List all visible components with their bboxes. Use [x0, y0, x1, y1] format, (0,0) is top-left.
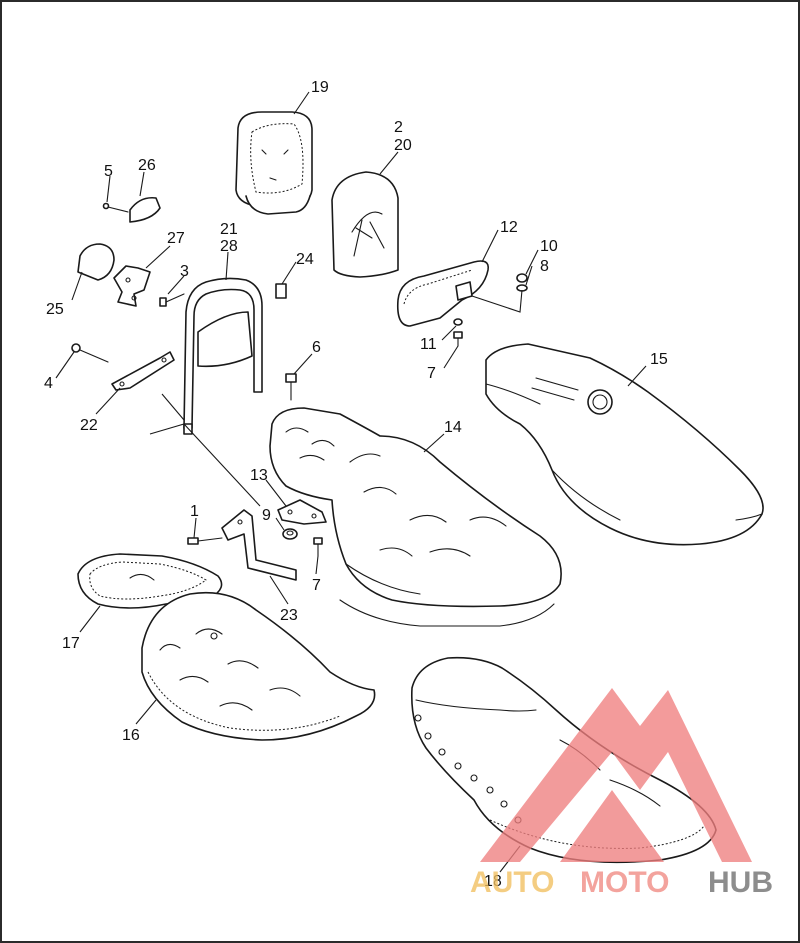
callout-22: 22 — [80, 417, 98, 434]
callout-26: 26 — [138, 157, 156, 174]
part-27-bracket-plate — [113, 265, 151, 307]
part-3-bolt — [159, 293, 185, 307]
callout-1: 1 — [190, 503, 199, 520]
callout-5: 5 — [104, 163, 113, 180]
callout-13: 13 — [250, 467, 268, 484]
part-15-solo-seat — [485, 343, 764, 546]
part-4-bolt — [71, 343, 109, 363]
part-24-pad — [275, 283, 287, 299]
part-25-side-cover — [77, 243, 115, 281]
callout-labels: 19 2 20 5 26 21 28 27 3 25 24 12 10 8 11… — [44, 79, 668, 890]
callout-20: 20 — [394, 137, 412, 154]
part-16-two-up-seat — [141, 591, 376, 741]
part-23-mount-bracket — [221, 509, 297, 581]
part-21-sissy-bar — [183, 277, 263, 435]
part-19-backrest-pad — [235, 111, 313, 215]
callout-8: 8 — [540, 258, 549, 275]
part-6-screw — [285, 373, 297, 401]
part-11-nut — [453, 318, 463, 326]
callout-2: 2 — [394, 119, 403, 136]
callout-28: 28 — [220, 238, 238, 255]
watermark-moto: MOTO — [580, 866, 669, 899]
callout-23: 23 — [280, 607, 298, 624]
callout-10: 10 — [540, 238, 558, 255]
part-9-grommet — [282, 528, 298, 540]
callout-18: 18 — [484, 873, 502, 890]
callout-7-upper: 7 — [427, 365, 436, 382]
part-13-bracket — [277, 499, 327, 525]
part-20-backrest — [331, 171, 399, 278]
watermark-hub: HUB — [708, 866, 773, 899]
callout-11: 11 — [420, 336, 437, 353]
callout-6: 6 — [312, 339, 321, 356]
callout-3: 3 — [180, 263, 189, 280]
part-7-screw-lower — [313, 537, 323, 557]
part-1-screw — [187, 537, 223, 545]
callout-15: 15 — [650, 351, 668, 368]
automotohub-watermark: AUTO MOTO HUB — [470, 688, 773, 899]
callout-21: 21 — [220, 221, 238, 238]
part-22-side-plate — [111, 351, 175, 391]
callout-24: 24 — [296, 251, 314, 268]
watermark-auto: AUTO — [470, 866, 554, 899]
part-7-screw-upper — [453, 331, 463, 347]
watermark-triangle-logo — [480, 688, 752, 862]
callout-27: 27 — [167, 230, 185, 247]
part-12-strap — [396, 260, 490, 327]
callout-17: 17 — [62, 635, 80, 652]
part-26-cover-plate — [102, 196, 161, 223]
callout-19: 19 — [311, 79, 329, 96]
part-10-nut — [516, 273, 528, 283]
callout-14: 14 — [444, 419, 462, 436]
callout-4: 4 — [44, 375, 53, 392]
part-14-touring-seat — [269, 407, 562, 627]
callout-16: 16 — [122, 727, 140, 744]
callout-25: 25 — [46, 301, 64, 318]
callout-9: 9 — [262, 507, 271, 524]
callout-12: 12 — [500, 219, 518, 236]
callout-7-lower: 7 — [312, 577, 321, 594]
